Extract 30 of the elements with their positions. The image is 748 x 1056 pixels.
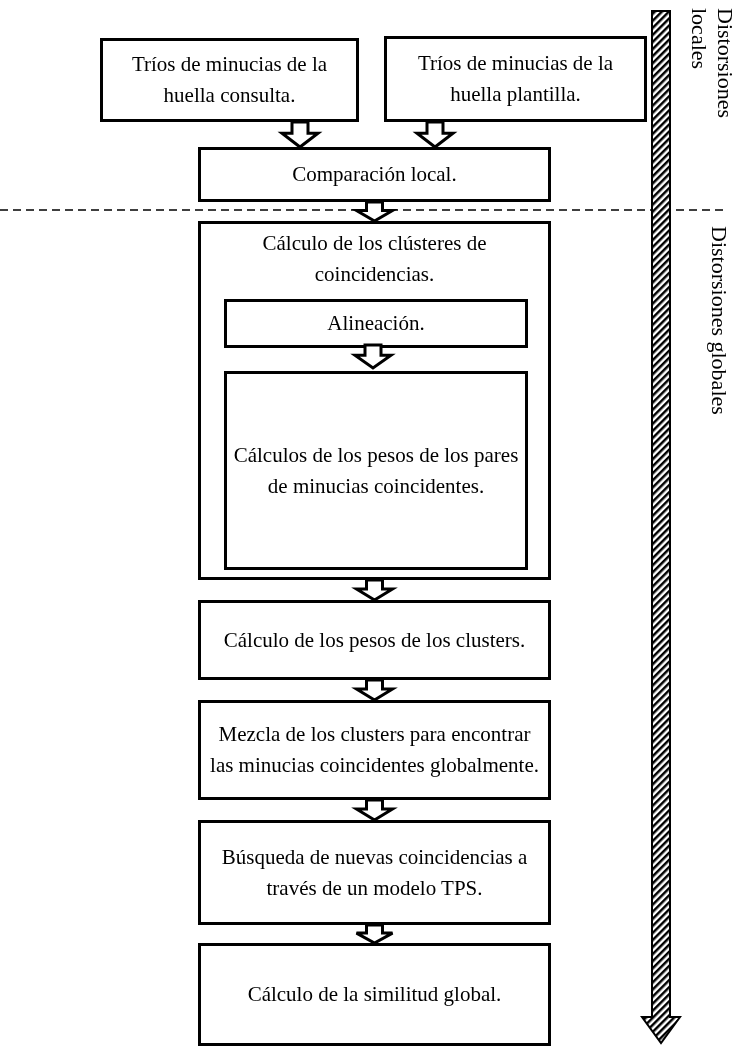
- box-text: Búsqueda de nuevas coincidencias a través de un modelo TPS.: [220, 843, 529, 902]
- group-box: [198, 221, 551, 580]
- block-arrow: [350, 200, 399, 223]
- block-arrow: [351, 798, 398, 822]
- process-box: [100, 38, 359, 122]
- block-arrow: [355, 923, 394, 945]
- process-box: [198, 600, 551, 680]
- box-text: Cálculo de los pesos de los clusters.: [223, 626, 526, 654]
- process-box: [224, 371, 528, 570]
- box-text: Tríos de minucias de la huella plantilla.: [416, 50, 615, 108]
- box-text: Comparación local.: [292, 161, 457, 188]
- block-arrow: [351, 578, 398, 602]
- box-text: Mezcla de los clusters para encontrar las minucias coincidentes globalmente.: [209, 721, 540, 779]
- block-arrow: [412, 120, 458, 149]
- box-text: Alineación.: [327, 310, 425, 337]
- process-box: [198, 700, 551, 800]
- block-arrow: [350, 343, 396, 370]
- side-label: Distorsiones locales: [686, 8, 738, 120]
- block-arrow: [277, 120, 323, 149]
- box-text: Cálculos de los pesos de los pares de minucias coincidentes.: [232, 441, 520, 500]
- box-text: Cálculo de los clústeres de coincidencias.: [261, 230, 488, 288]
- process-box: [198, 147, 551, 202]
- box-text: Cálculo de la similitud global.: [247, 981, 502, 1008]
- block-arrow: [351, 678, 398, 702]
- box-text: Tríos de minucias de la huella consulta.: [130, 51, 329, 109]
- process-box: [198, 943, 551, 1046]
- process-box: [198, 820, 551, 925]
- side-label: Distorsiones globales: [706, 226, 732, 417]
- process-box: [224, 299, 528, 348]
- process-box: [384, 36, 647, 122]
